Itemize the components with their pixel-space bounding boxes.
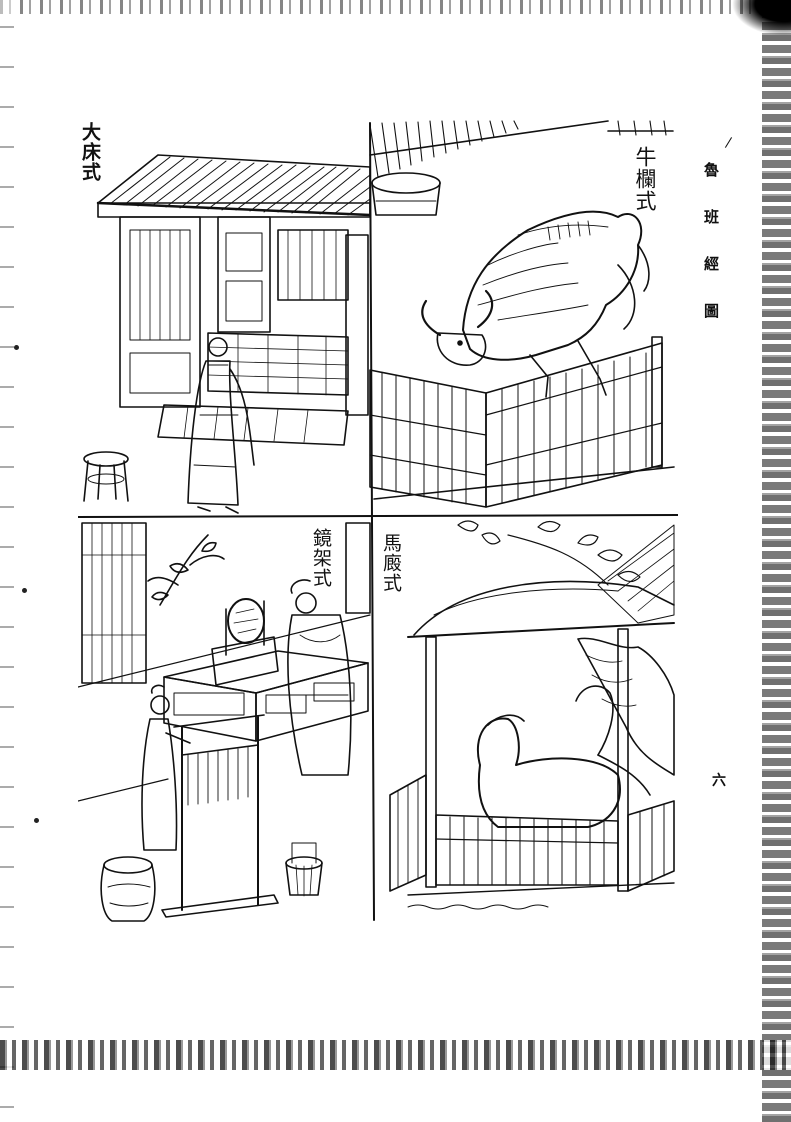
ink-blot bbox=[725, 0, 791, 40]
pavilion-bed-illustration bbox=[83, 154, 372, 514]
panel-dividers bbox=[78, 122, 678, 921]
mirror-stand-illustration bbox=[78, 522, 371, 922]
scan-edge-bottom bbox=[0, 1040, 791, 1070]
ink-speck bbox=[22, 588, 27, 593]
scan-edge-right bbox=[762, 0, 791, 1122]
horse-stable-illustration bbox=[389, 520, 675, 910]
caption-ox-pen: 牛欄式 bbox=[633, 146, 657, 212]
scan-edge-top bbox=[0, 0, 791, 14]
page-number: 六 bbox=[712, 773, 726, 789]
woodblock-plate bbox=[78, 115, 678, 925]
ink-speck bbox=[14, 345, 19, 350]
scan-edge-left bbox=[0, 0, 14, 1122]
book-title: 魯班經圖 bbox=[702, 162, 720, 350]
margin-tick-mark: / bbox=[724, 134, 733, 152]
caption-bed: 大床式 bbox=[79, 122, 101, 182]
ox-in-pen-illustration bbox=[369, 120, 675, 508]
ink-speck bbox=[34, 818, 39, 823]
caption-stable: 馬廄式 bbox=[380, 533, 402, 593]
caption-mirror-stand: 鏡架式 bbox=[310, 528, 332, 588]
